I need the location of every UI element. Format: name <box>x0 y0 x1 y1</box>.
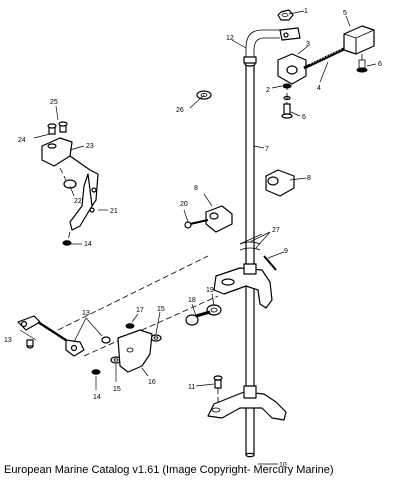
callout-2: 2 <box>266 87 270 94</box>
callout-4: 4 <box>317 85 321 92</box>
callout-14-lower: 14 <box>93 394 101 401</box>
callout-labels: 1 2 3 4 5 6 6 7 8 8 9 10 11 12 13 13 14 … <box>4 8 382 469</box>
callout-14-upper: 14 <box>84 241 92 248</box>
callout-6-upper: 6 <box>378 61 382 68</box>
callout-8-left: 8 <box>194 185 198 192</box>
callout-23: 23 <box>86 143 94 150</box>
callout-15-upper: 15 <box>157 306 165 313</box>
image-caption: European Marine Catalog v1.61 (Image Cop… <box>4 464 334 476</box>
callout-6-lower: 6 <box>302 114 306 121</box>
callout-leaders <box>19 10 377 465</box>
lower-shift-lever <box>207 375 287 421</box>
shift-lever <box>213 263 273 309</box>
callout-21: 21 <box>110 208 118 215</box>
lower-left-linkage <box>17 255 219 375</box>
callout-13-mid: 13 <box>82 310 90 317</box>
callout-9: 9 <box>284 248 288 255</box>
callout-19: 19 <box>206 287 214 294</box>
callout-18: 18 <box>188 297 196 304</box>
callout-20: 20 <box>180 201 188 208</box>
callout-15-lower: 15 <box>113 386 121 393</box>
callout-10: 10 <box>279 462 287 469</box>
callout-22: 22 <box>74 198 82 205</box>
callout-8-right: 8 <box>307 175 311 182</box>
upper-linkage-parts <box>277 9 375 119</box>
callout-3: 3 <box>306 41 310 48</box>
callout-13-left: 13 <box>4 337 12 344</box>
callout-11: 11 <box>188 384 195 391</box>
callout-25: 25 <box>50 99 58 106</box>
callout-17: 17 <box>136 307 144 314</box>
callout-5: 5 <box>343 10 347 17</box>
callout-12: 12 <box>226 35 234 42</box>
shaft-clamp-parts <box>184 169 295 233</box>
callout-1: 1 <box>304 8 308 15</box>
left-bracket-assembly <box>41 121 99 246</box>
callout-27: 27 <box>272 227 280 234</box>
callout-16: 16 <box>148 379 156 386</box>
callout-26: 26 <box>176 107 184 114</box>
callout-24: 24 <box>18 137 26 144</box>
callout-7: 7 <box>265 146 269 153</box>
